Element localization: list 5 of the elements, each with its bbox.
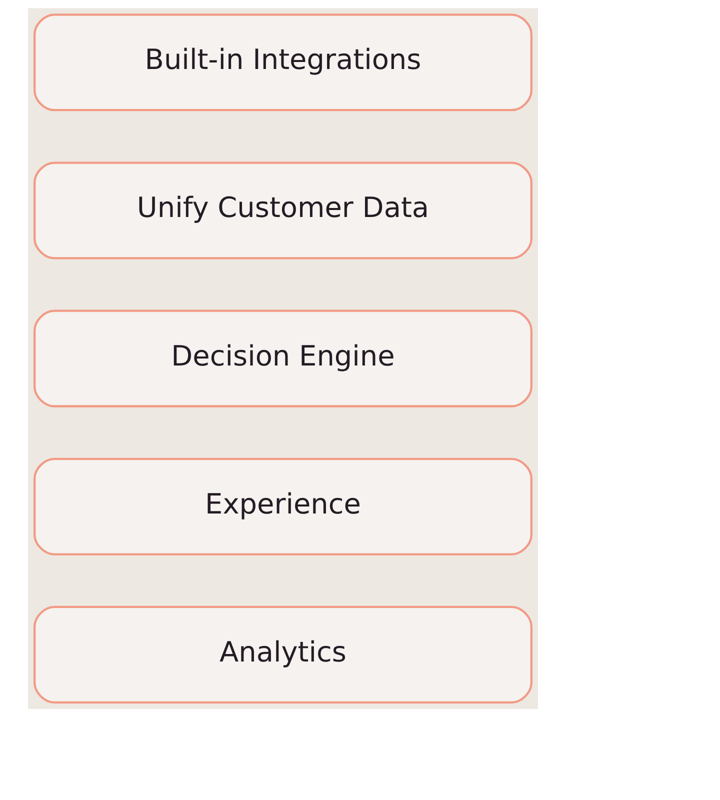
node-box: Analytics <box>34 606 532 704</box>
node-box: Decision Engine <box>34 310 532 408</box>
node-box: Experience <box>34 458 532 556</box>
node-box: Unify Customer Data <box>34 162 532 260</box>
node-box: Built-in Integrations <box>34 14 532 112</box>
